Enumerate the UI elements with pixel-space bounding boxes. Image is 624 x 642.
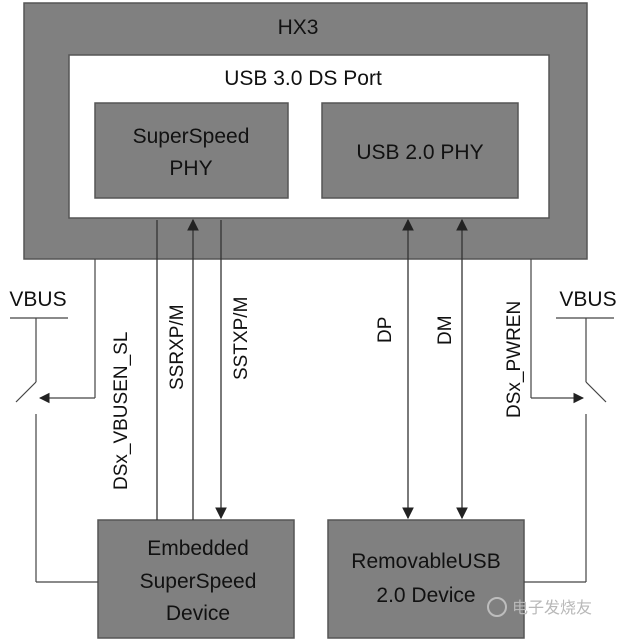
watermark-text: 电子发烧友 [512, 599, 592, 617]
superspeed-phy-line2: PHY [169, 157, 212, 180]
sstx-signal-label: SSTXP/M [231, 297, 252, 380]
vbus-right-switch-blade [585, 381, 607, 403]
embedded-device-line2: SuperSpeed [140, 570, 257, 593]
superspeed-phy-line1: SuperSpeed [133, 125, 250, 148]
removable-usb2-device-block [327, 519, 525, 639]
removable-device-line2: 2.0 Device [376, 584, 475, 607]
ssrx-signal-label: SSRXP/M [167, 304, 188, 390]
embedded-device-line3: Device [166, 602, 230, 625]
vbusen-signal-label: DSx_VBUSEN_SL [111, 332, 132, 490]
vbus-left-label: VBUS [9, 288, 66, 311]
usb2-phy-label: USB 2.0 PHY [356, 141, 483, 164]
removable-device-line1: RemovableUSB [351, 550, 500, 573]
usb2-phy-block [321, 102, 519, 199]
dp-signal-label: DP [375, 317, 396, 343]
hx3-title: HX3 [278, 16, 319, 39]
ds-port-title: USB 3.0 DS Port [224, 67, 382, 90]
pwren-signal-label: DSx_PWREN [504, 301, 525, 418]
embedded-superspeed-device-block [97, 519, 295, 639]
vbus-right-label: VBUS [559, 288, 616, 311]
vbus-left-switch-blade [15, 381, 37, 403]
embedded-device-line1: Embedded [147, 537, 249, 560]
dm-signal-label: DM [435, 315, 456, 345]
superspeed-phy-block [94, 102, 289, 199]
watermark-logo-icon [487, 597, 507, 617]
